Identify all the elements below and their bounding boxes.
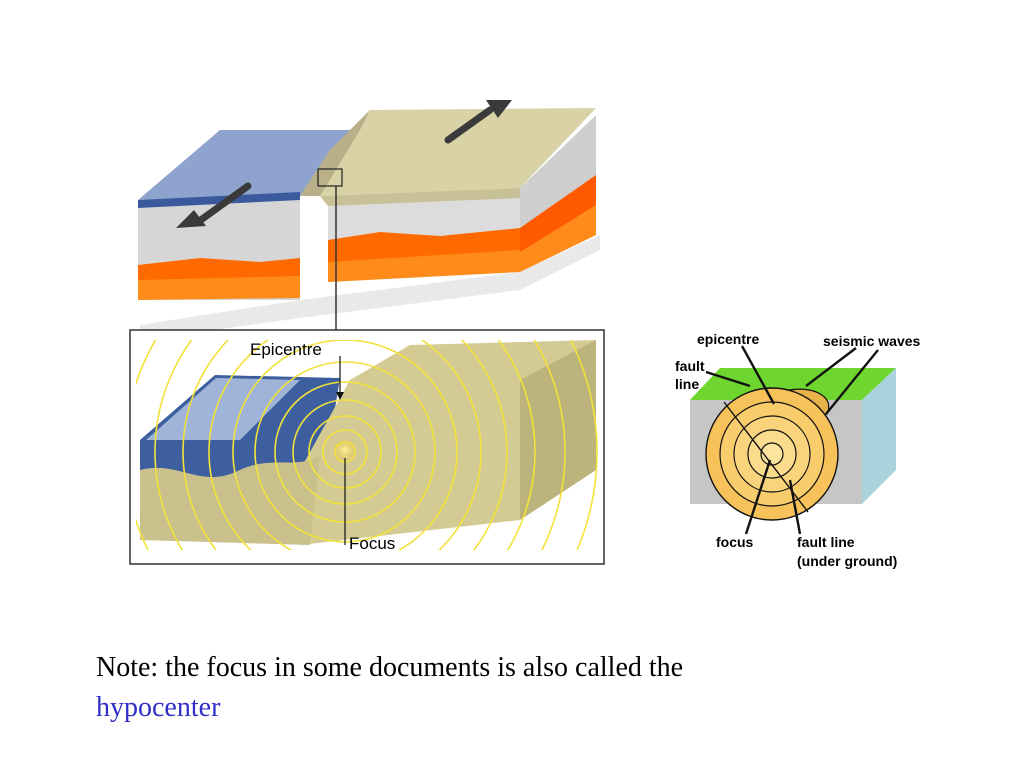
fault-block-3d xyxy=(138,100,600,340)
zoom-box xyxy=(317,168,343,187)
fault-label-line1: fault xyxy=(675,358,705,374)
left-motion-arrow xyxy=(176,182,252,228)
right-plate-edge xyxy=(320,188,520,206)
epicentre-label: Epicentre xyxy=(250,340,322,359)
focus-point xyxy=(333,438,357,462)
right-motion-arrow xyxy=(444,100,512,144)
focus-pointer xyxy=(744,459,772,535)
epicentre-marker xyxy=(336,392,344,400)
right-mantle-lower xyxy=(328,250,520,282)
note-sentence: Note: the focus in some documents is als… xyxy=(96,652,684,683)
left-plate-edge xyxy=(138,192,300,208)
right-plate-top xyxy=(320,108,596,196)
seismic-waves-pointer-1 xyxy=(805,347,857,387)
fault-under-label-line1: fault line xyxy=(797,534,855,550)
fault-under-pointer xyxy=(788,479,802,535)
block-shadow xyxy=(140,235,600,340)
focus-block-diagram: epicentre seismic waves fault line focus… xyxy=(675,331,921,569)
left-mantle-lower xyxy=(138,276,300,300)
seismic-waves-label: seismic waves xyxy=(823,333,921,349)
side-mantle-lower xyxy=(520,205,596,272)
fault-line-cut xyxy=(723,401,809,513)
fault-line-pointer xyxy=(705,370,751,388)
focus-label: Focus xyxy=(349,534,395,553)
fault-under-label-line2: (under ground) xyxy=(797,553,897,569)
seismic-waves-pointer-2 xyxy=(825,349,879,415)
cutaway-tan-side xyxy=(520,340,596,520)
fault-label-line2: line xyxy=(675,376,699,392)
side-mantle xyxy=(520,175,596,258)
focus-rings xyxy=(705,387,839,521)
focus-small-label: focus xyxy=(716,534,754,550)
epicentre-small-label: epicentre xyxy=(697,331,759,347)
hypocenter-term: hypocenter xyxy=(96,692,221,723)
block-side xyxy=(862,368,896,504)
cutaway-blue-top xyxy=(146,378,300,440)
cutaway-panel: Epicentre Focus xyxy=(129,329,605,565)
left-plate-top xyxy=(138,130,360,200)
epicentre-pointer xyxy=(740,345,776,405)
note-text: Note: the focus in some documents is als… xyxy=(96,648,956,728)
